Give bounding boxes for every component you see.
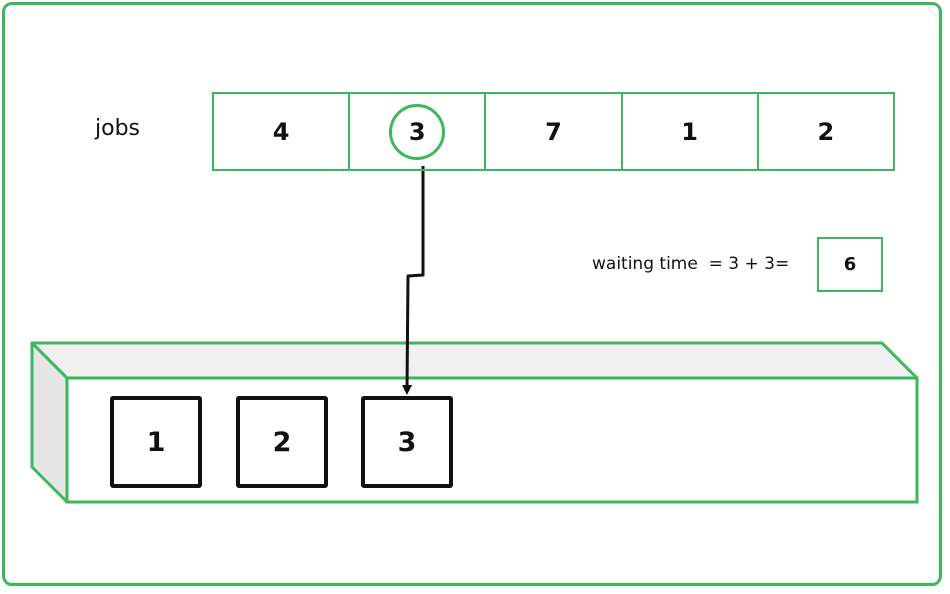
- job-cell-selected: 3: [348, 92, 487, 171]
- job-to-queue-arrow: [402, 166, 425, 395]
- job-cell: 7: [484, 92, 623, 171]
- waiting-time-result: 6: [817, 237, 883, 292]
- queue-front-face: [65, 376, 919, 504]
- queue-item: 2: [236, 396, 328, 488]
- selection-circle: [389, 103, 446, 160]
- queue-item: 3: [361, 396, 453, 488]
- queue-item: 1: [110, 396, 202, 488]
- queue-top-face: [30, 341, 919, 380]
- job-cell: 1: [620, 92, 759, 171]
- jobs-array: 4 3 7 1 2: [212, 92, 903, 171]
- diagram-frame: [2, 2, 942, 586]
- job-cell: 4: [212, 92, 351, 171]
- jobs-label: jobs: [95, 116, 140, 141]
- job-cell: 2: [756, 92, 895, 171]
- waiting-time-label: waiting time = 3 + 3=: [592, 254, 790, 274]
